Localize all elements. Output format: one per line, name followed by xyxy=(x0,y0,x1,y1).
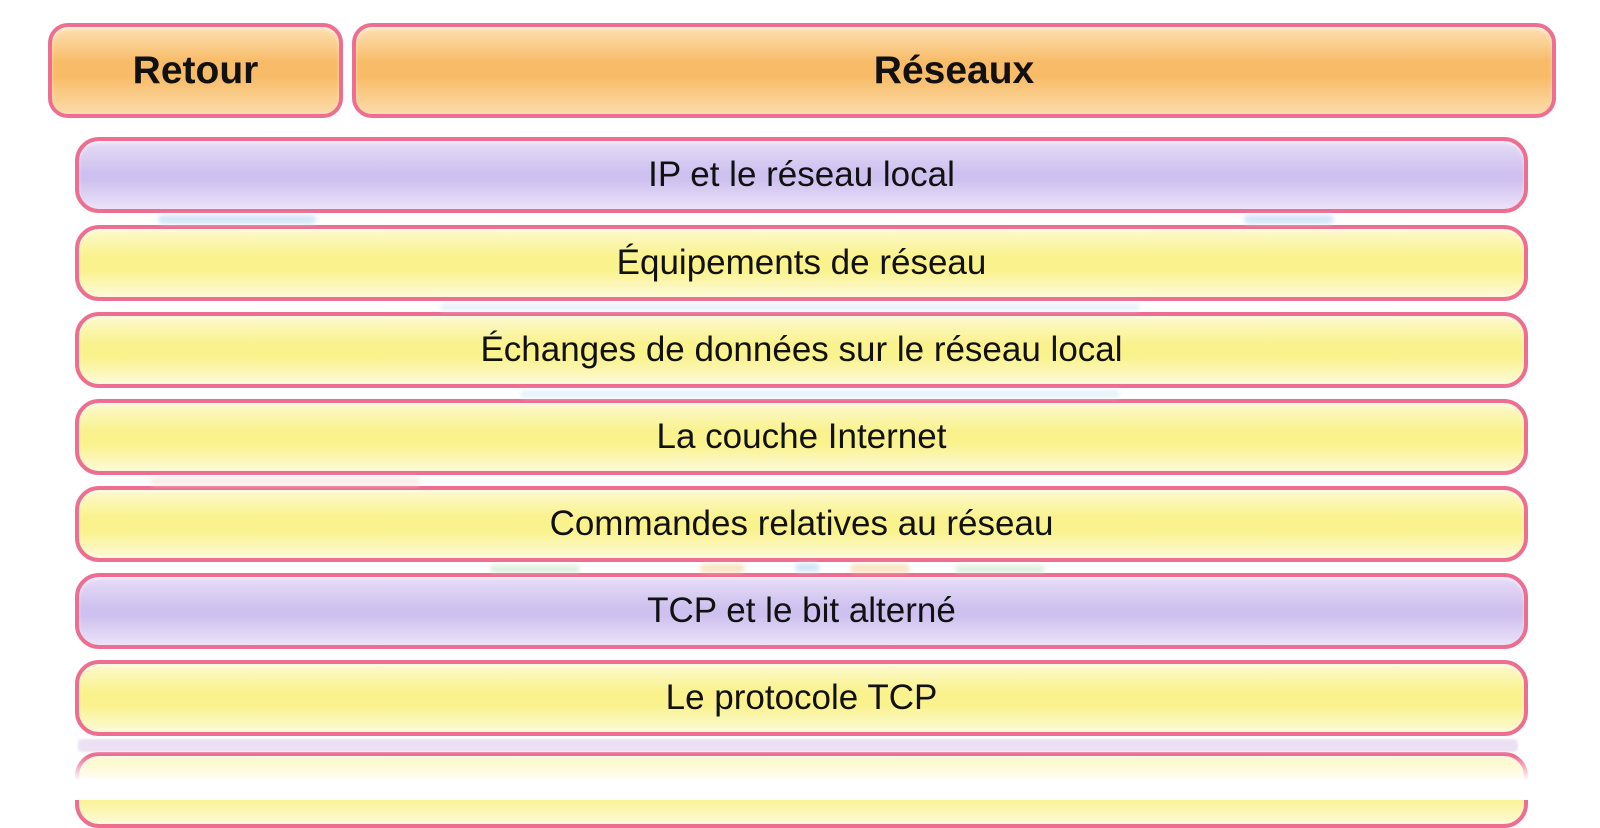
title-bar: Réseaux xyxy=(352,23,1556,118)
gap-artifact xyxy=(78,739,1518,752)
menu-item[interactable]: IP et le réseau local xyxy=(75,137,1528,213)
menu-item-label: Commandes relatives au réseau xyxy=(549,504,1054,543)
gap-artifact xyxy=(850,564,910,573)
menu-item[interactable]: Le protocole TCP xyxy=(75,660,1528,736)
back-button-label: Retour xyxy=(132,48,259,92)
menu-item-label: IP et le réseau local xyxy=(648,155,955,194)
gap-artifact xyxy=(520,390,1120,398)
menu-item[interactable]: Commandes relatives au réseau xyxy=(75,486,1528,562)
menu-item[interactable]: Équipements de réseau xyxy=(75,225,1528,301)
gap-artifact xyxy=(1244,215,1334,224)
gap-artifact xyxy=(440,303,1140,311)
gap-artifact xyxy=(700,564,745,573)
menu-item[interactable]: Échanges de données sur le réseau local xyxy=(75,312,1528,388)
gap-artifact xyxy=(158,215,316,224)
back-button[interactable]: Retour xyxy=(48,23,343,118)
gap-artifact xyxy=(795,563,820,572)
menu-item-label: Le protocole TCP xyxy=(665,678,938,717)
page-title: Réseaux xyxy=(873,48,1035,92)
menu-item[interactable]: TCP et le bit alterné xyxy=(75,573,1528,649)
menu-item[interactable] xyxy=(75,752,1528,828)
menu-item-label: Échanges de données sur le réseau local xyxy=(480,330,1123,369)
menu-item-label: La couche Internet xyxy=(656,417,947,456)
menu-item[interactable]: La couche Internet xyxy=(75,399,1528,475)
gap-artifact xyxy=(490,565,580,573)
menu-item-label: TCP et le bit alterné xyxy=(647,591,956,630)
menu-item-label: Équipements de réseau xyxy=(616,243,987,282)
gap-artifact xyxy=(150,477,420,486)
gap-artifact xyxy=(955,565,1045,573)
